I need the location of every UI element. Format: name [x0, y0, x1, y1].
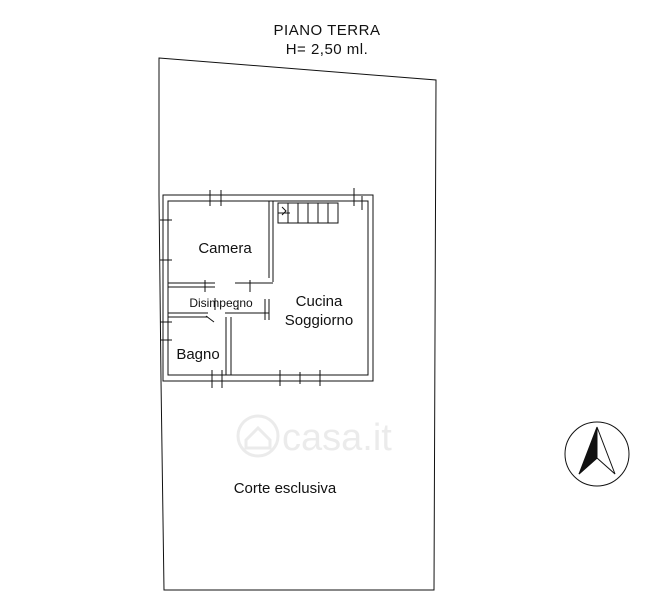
courtyard-label: Corte esclusiva [233, 480, 337, 497]
lot-boundary [158, 57, 437, 591]
plan-height-note: H= 2,50 ml. [285, 41, 369, 58]
interior-walls [168, 201, 274, 375]
room-label-disimpegno: Disimpegno [189, 296, 253, 310]
staircase [277, 202, 339, 224]
room-label-bagno: Bagno [176, 346, 220, 363]
north-arrow-compass-icon [564, 421, 630, 487]
room-label-camera: Camera [198, 240, 252, 257]
openings [160, 188, 363, 388]
watermark-logo: casa.it [236, 414, 392, 459]
room-label-cucina: Cucina [295, 293, 343, 310]
plan-title: PIANO TERRA [273, 22, 381, 39]
watermark-text: casa.it [282, 417, 392, 459]
room-label-soggiorno: Soggiorno [284, 312, 354, 329]
house-outer-walls [162, 194, 374, 382]
